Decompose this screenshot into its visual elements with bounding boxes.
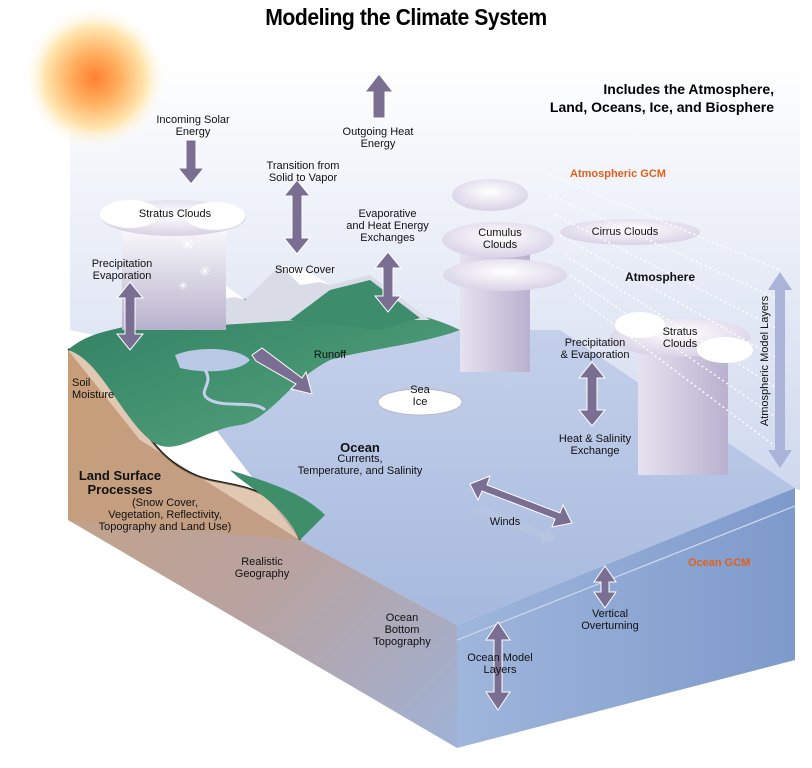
cumulus-label: Cumulus Clouds [478,227,522,251]
realistic-geo-label: Realistic Geography [234,556,290,580]
soil-moisture-label: Soil Moisture [72,377,115,401]
transition-arrow [282,179,312,255]
land-cross-section [68,350,457,748]
atmospheric-layer-lines [549,174,781,451]
outgoing-heat-label: Outgoing Heat Energy [342,126,414,150]
land-surface-label: Land Surface Processes [78,468,162,497]
heat-salinity-label: Heat & Salinity Exchange [558,433,632,457]
evaporative-arrow [373,251,403,313]
runoff-arrow [251,347,313,395]
ocean-layers-arrow [485,621,511,711]
outgoing-heat-arrow [363,73,395,119]
sea-ice [377,388,463,416]
diagram-subtitle: Includes the Atmosphere, Land, Oceans, I… [549,81,774,115]
sea-ice-label: Sea Ice [410,384,430,408]
ocean-sub-label: Currents, Temperature, and Salinity [297,453,423,477]
evaporative-label: Evaporative and Heat Energy Exchanges [346,208,429,244]
stratus-left-label: Stratus Clouds [138,208,212,220]
precip-evap-right-label: Precipitation & Evaporation [560,337,630,361]
land-surface-sub-label: (Snow Cover, Vegetation, Reflectivity, T… [98,497,232,533]
winds-label: Winds [489,516,521,528]
transition-label: Transition from Solid to Vapor [266,160,340,184]
stratus-right-label: Stratus Clouds [662,326,698,350]
precip-evap-left-label: Precipitation Evaporation [91,258,153,282]
precip-evap-left-arrow [115,281,145,351]
svg-text:✳: ✳ [178,279,188,293]
atmospheric-gcm-label: Atmospheric GCM [570,168,666,180]
ocean-label: Ocean [340,440,380,455]
runoff-label: Runoff [313,349,347,361]
stratus-column-left [122,220,226,330]
atmosphere-label: Atmosphere [624,270,695,284]
ocean-gcm-label: Ocean GCM [688,557,751,569]
process-arrows [115,73,617,711]
sun-icon [23,6,167,150]
cirrus-cloud [560,219,700,245]
incoming-solar-label: Incoming Solar Energy [156,114,230,138]
precip-evap-right-arrow [577,361,607,427]
winds-arrow [469,475,573,528]
incoming-solar-arrow [176,139,206,185]
snow-cover-label: Snow Cover [275,264,335,276]
cirrus-label: Cirrus Clouds [591,226,659,238]
vertical-overturning-label: Vertical Overturning [581,608,639,632]
svg-text:✳: ✳ [199,264,211,280]
atm-layers-arrow [768,272,792,468]
ocean-bottom-label: Ocean Bottom Topography [373,612,431,648]
ocean-layers-label: Ocean Model Layers [467,652,533,676]
svg-text:✳: ✳ [181,235,194,254]
ocean-surface [140,330,795,625]
ocean-side-face [457,488,795,748]
land-surface [68,298,460,447]
atm-layers-label: Atmospheric Model Layers [759,295,771,427]
page-title: Modeling the Climate System [265,4,547,30]
vertical-overturning-arrow [593,565,617,609]
